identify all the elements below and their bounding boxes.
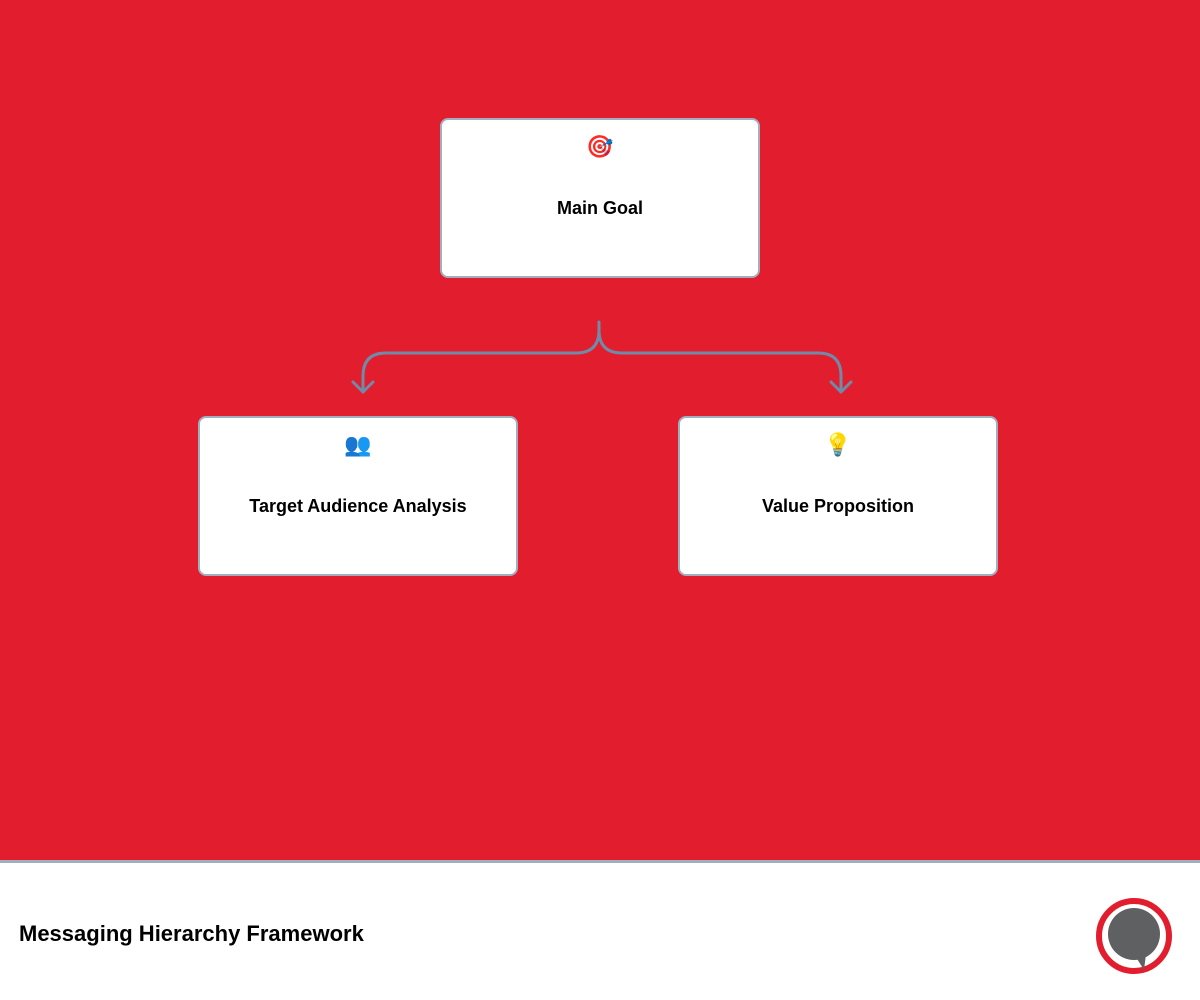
speech-bubble-logo-icon — [1096, 898, 1172, 974]
connector-lines — [351, 320, 853, 394]
edge-main-to-audience — [361, 320, 601, 394]
node-main-goal[interactable]: 🎯 Main Goal — [440, 118, 760, 278]
node-label: Target Audience Analysis — [249, 496, 467, 516]
edge-main-to-value — [597, 328, 843, 394]
node-label: Value Proposition — [761, 496, 915, 516]
people-icon: 👥 — [344, 433, 372, 458]
node-label: Main Goal — [556, 198, 643, 218]
footer: Messaging Hierarchy Framework — [0, 860, 1200, 1000]
arrowhead-right-icon — [829, 380, 853, 394]
diagram-canvas: 🎯 Main Goal 👥 Target Audience Analysis 💡… — [0, 0, 1200, 860]
node-target-audience-analysis[interactable]: 👥 Target Audience Analysis — [198, 416, 518, 576]
target-icon: 🎯 — [586, 135, 614, 160]
arrowhead-left-icon — [351, 380, 375, 394]
light-bulb-icon: 💡 — [824, 433, 852, 458]
node-value-proposition[interactable]: 💡 Value Proposition — [678, 416, 998, 576]
page-title: Messaging Hierarchy Framework — [19, 921, 364, 946]
